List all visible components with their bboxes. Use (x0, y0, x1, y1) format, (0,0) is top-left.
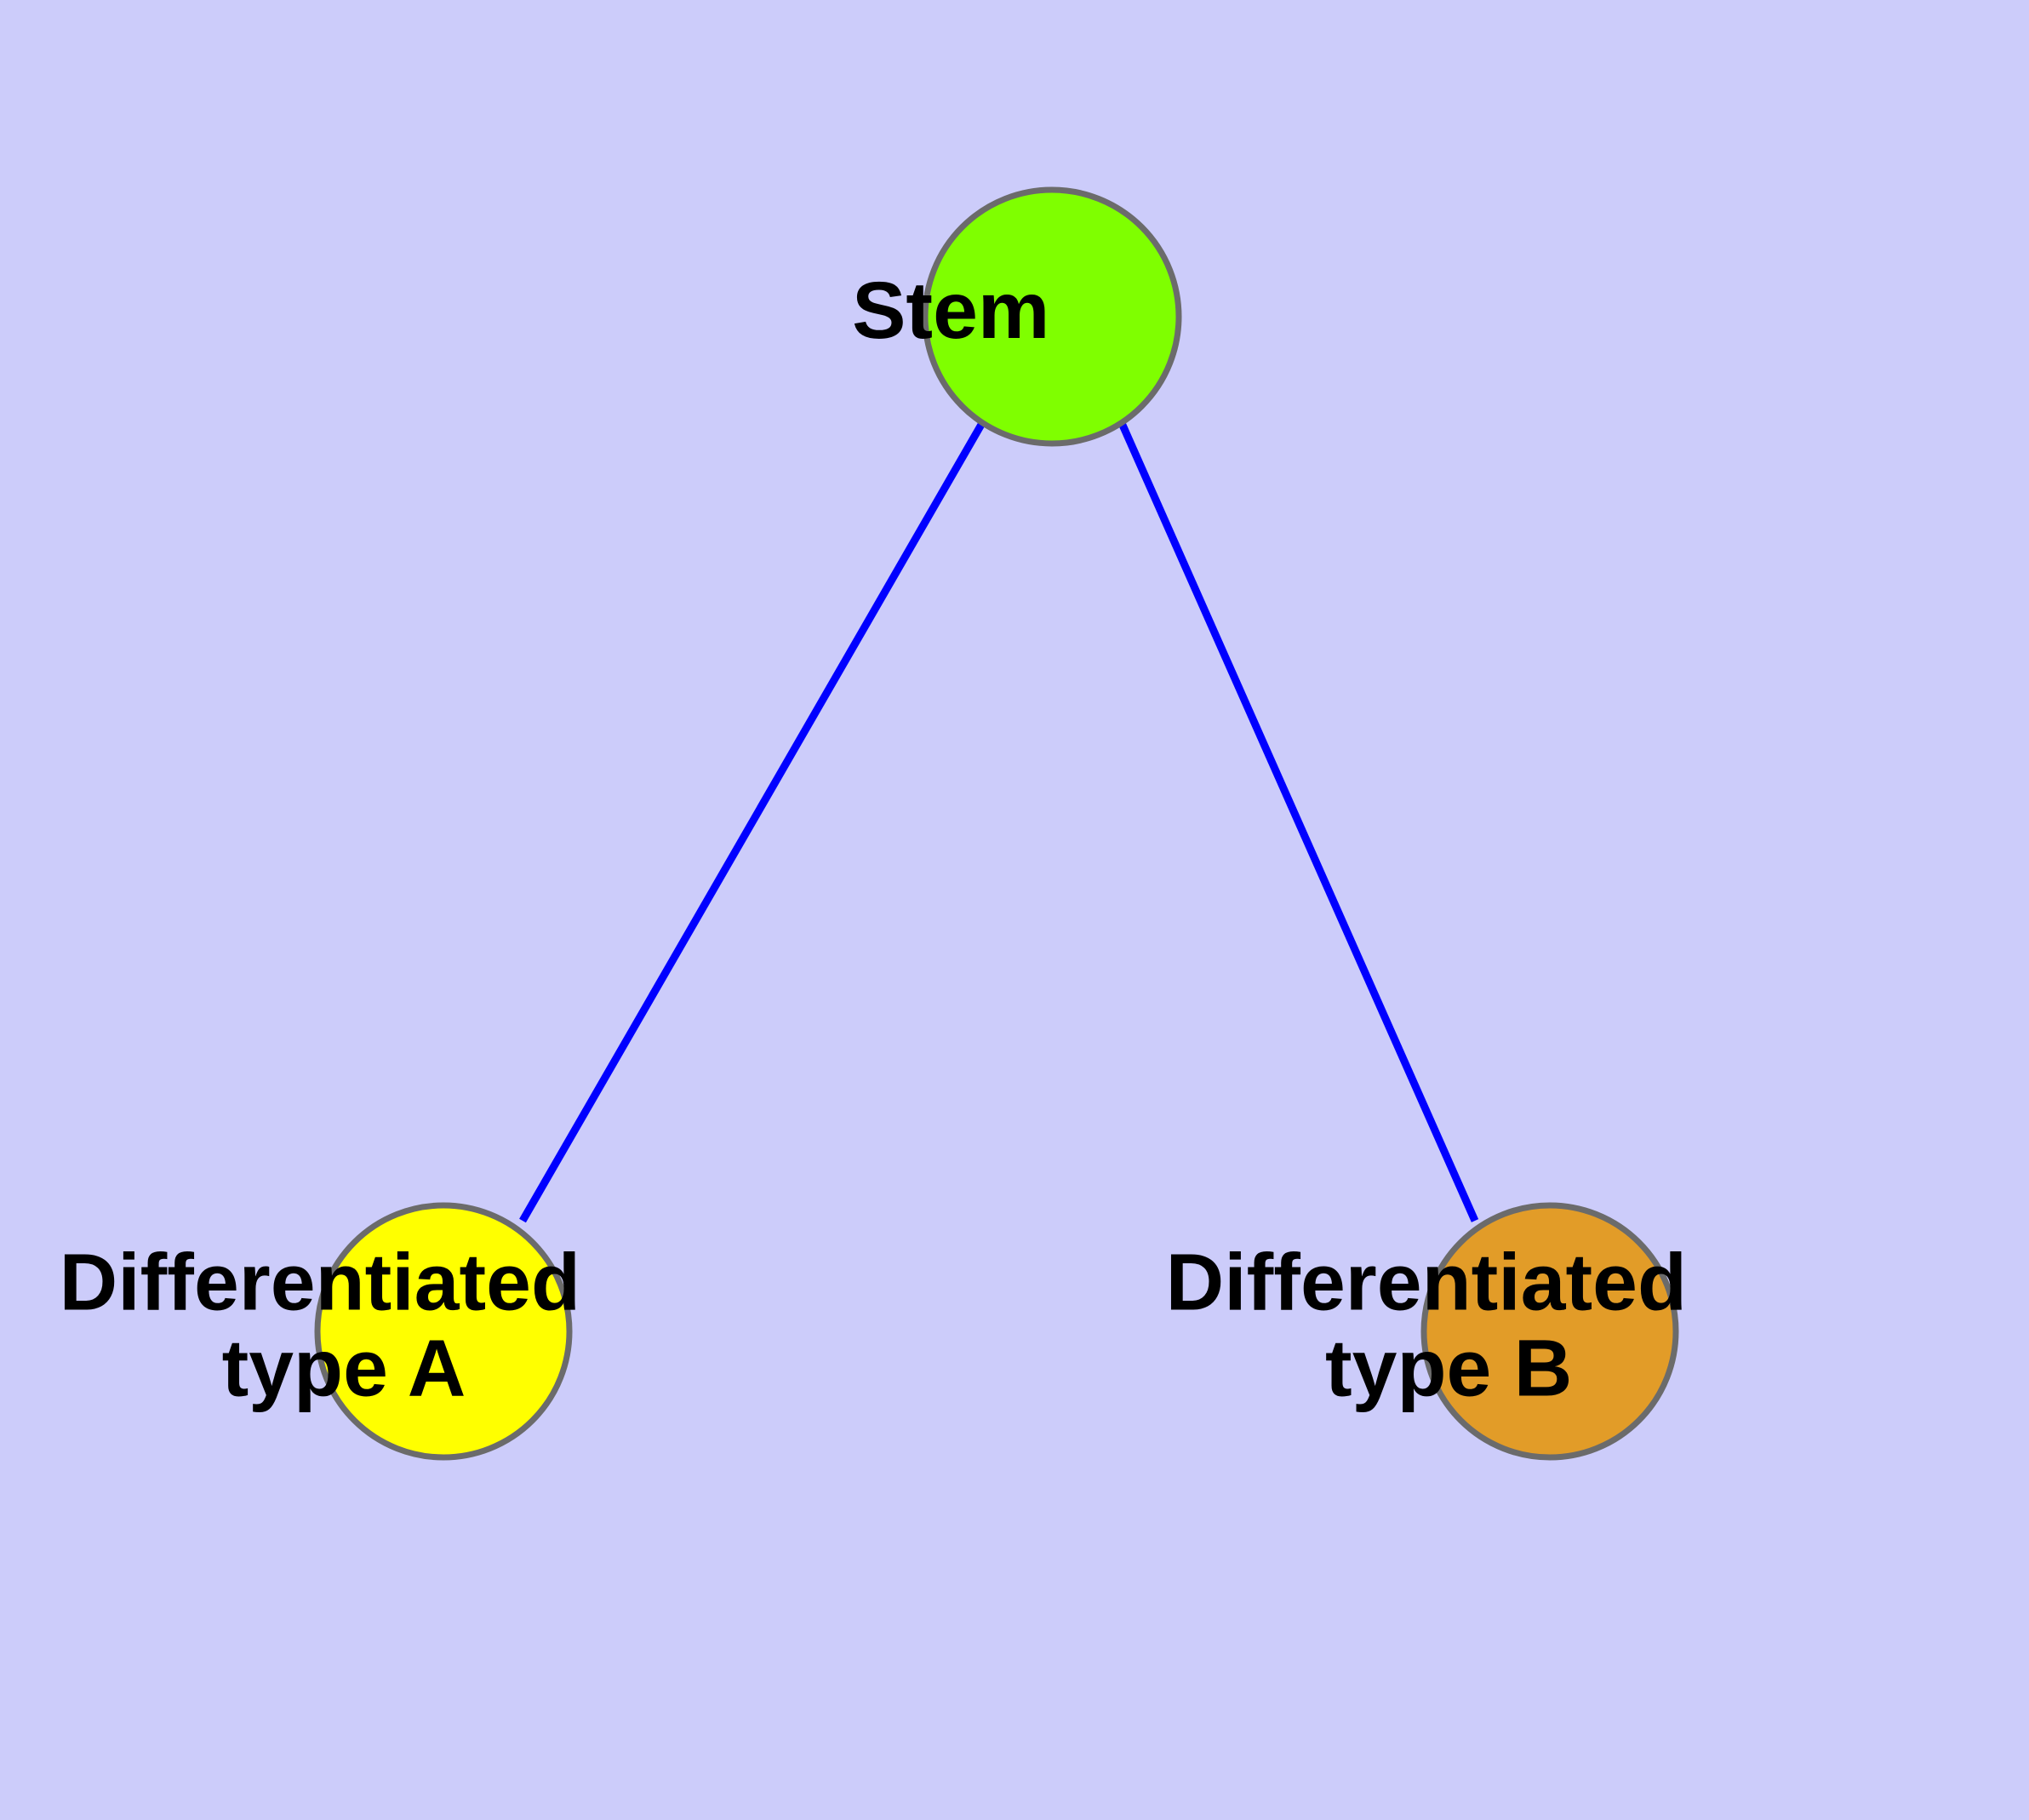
node-differentiated-type-a-label-line-2: type A (222, 1323, 465, 1413)
edge-stem-to-differentiated-type-a (519, 421, 986, 1223)
node-differentiated-type-b-circle[interactable] (1420, 1202, 1679, 1461)
node-stem-label: Stem (852, 266, 1252, 356)
node-differentiated-type-b-label: Differentiated type B (1166, 1238, 1935, 1414)
node-layer: Stem Differentiated type A Differentiate… (60, 186, 1935, 1461)
node-differentiated-type-b-label-line-2: type B (1325, 1323, 1572, 1413)
node-stem[interactable]: Stem (852, 186, 1252, 447)
node-differentiated-type-b-label-line-1: Differentiated (1166, 1238, 1687, 1328)
node-stem-label-line-1: Stem (852, 266, 1049, 356)
edge-layer (519, 421, 1479, 1223)
node-differentiated-type-b[interactable]: Differentiated type B (1166, 1202, 1935, 1461)
node-differentiated-type-a[interactable]: Differentiated type A (60, 1202, 828, 1461)
node-differentiated-type-a-label: Differentiated type A (60, 1238, 828, 1414)
node-differentiated-type-a-label-line-1: Differentiated (60, 1238, 580, 1328)
node-differentiated-type-a-circle[interactable] (314, 1202, 573, 1461)
node-stem-circle[interactable] (922, 186, 1182, 447)
edge-stem-to-differentiated-type-b (1117, 421, 1479, 1222)
